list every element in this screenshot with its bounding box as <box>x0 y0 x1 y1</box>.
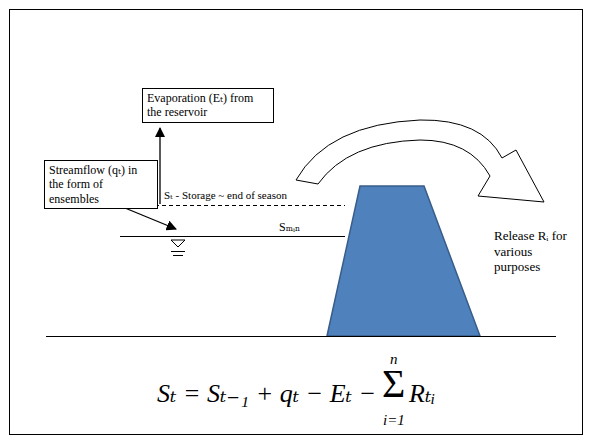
text-box: Streamflow (qₜ) in the form of ensembles <box>44 160 158 209</box>
dam <box>327 186 480 336</box>
box-text: Streamflow (qₜ) in the form of ensembles <box>49 163 153 206</box>
evaporation-arrow <box>159 128 160 204</box>
equation-text: Sₜ = Sₜ₋₁ + qₜ − Eₜ − <box>157 378 376 409</box>
box-text: Evaporation (Eₜ) from the reservoir <box>147 91 269 120</box>
release-curved-arrow <box>296 120 544 202</box>
minimum-level-line <box>120 236 345 237</box>
water-symbol-line <box>173 255 183 256</box>
water-symbol <box>171 240 185 247</box>
storage-label: Sₜ - Storage ~ end of season <box>164 189 287 202</box>
sum-lower-limit: i=1 <box>383 411 405 429</box>
slide-frame <box>10 10 583 435</box>
ground-line <box>46 336 556 337</box>
storage-level-line <box>155 205 345 206</box>
release-label: Release Rᵢ for various purposes <box>494 228 574 275</box>
water-symbol-line <box>171 251 185 252</box>
equation-term: Rₜᵢ <box>409 378 435 409</box>
sum-symbol: Σ <box>382 364 405 404</box>
text-box: Evaporation (Eₜ) from the reservoir <box>142 88 274 123</box>
level-label: Sₘᵢₙ <box>279 220 300 234</box>
